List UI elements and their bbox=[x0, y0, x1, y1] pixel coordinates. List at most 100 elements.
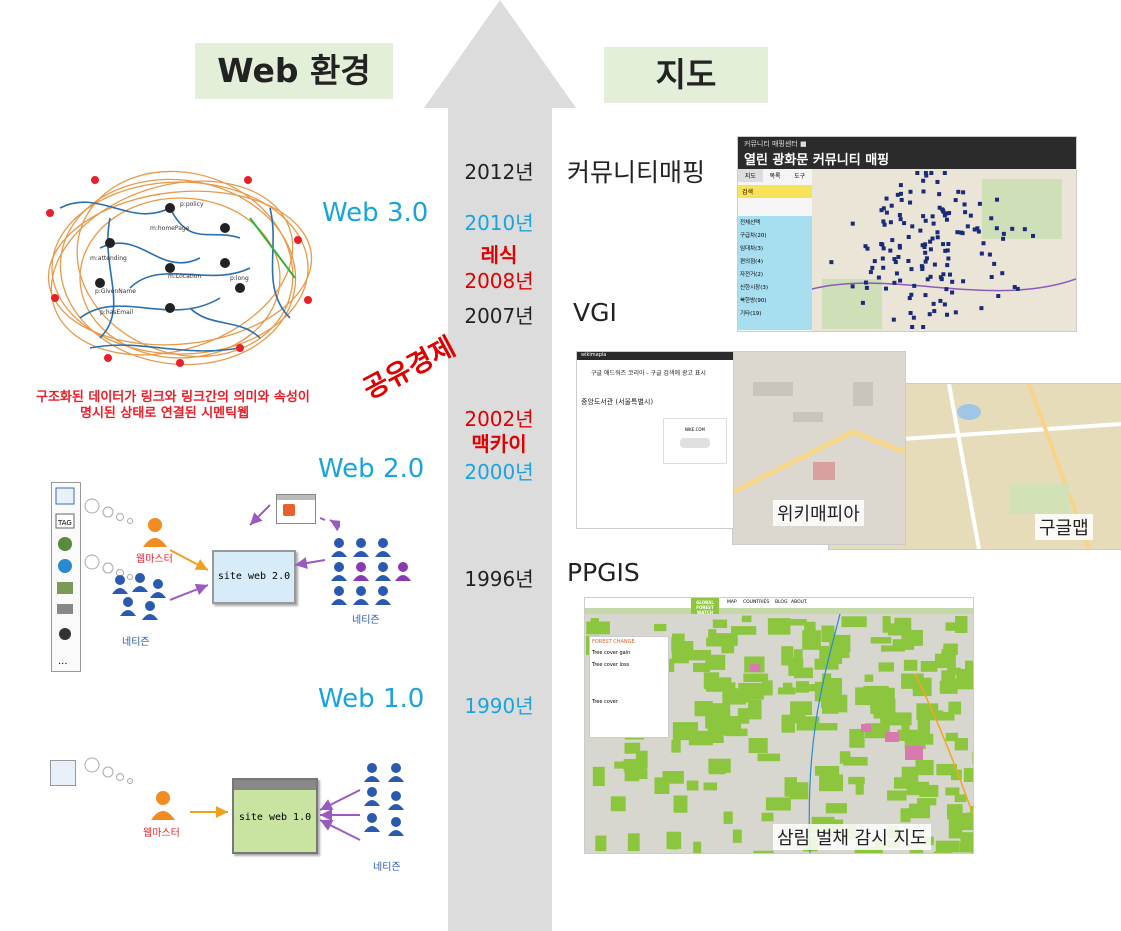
forest-panel-item[interactable]: Tree cover bbox=[592, 699, 618, 705]
map-marker bbox=[912, 283, 917, 288]
map-marker bbox=[1012, 285, 1017, 290]
forest-nav-about[interactable]: ABOUT bbox=[791, 600, 807, 605]
map-marker bbox=[941, 209, 946, 214]
tab-list[interactable]: 목록 bbox=[769, 173, 781, 180]
header-web-environment: Web 환경 bbox=[195, 43, 393, 99]
map-marker bbox=[879, 208, 884, 213]
layer-item[interactable]: 기타(19) bbox=[740, 311, 762, 317]
map-marker bbox=[935, 230, 940, 235]
forest-patch bbox=[654, 777, 670, 794]
forest-nav-map[interactable]: MAP bbox=[727, 600, 737, 605]
community-map-sidebar: 지도 목록 도구 검색 전체선택 구급차(20) 임대차(3) 편의점(4) 자… bbox=[738, 169, 813, 331]
community-map-header: 커뮤니티 매핑센터 ■ 열린 광화문 커뮤니티 매핑 bbox=[738, 137, 1076, 169]
map-marker bbox=[884, 196, 889, 201]
map-marker bbox=[860, 300, 865, 305]
forest-patch bbox=[671, 739, 681, 753]
site-web2-box: site web 2.0 bbox=[212, 550, 296, 604]
map-marker bbox=[979, 251, 984, 256]
forest-patch bbox=[814, 658, 839, 670]
forest-change-panel: FOREST CHANGE Tree cover gain Tree cover… bbox=[589, 636, 669, 738]
layer-item[interactable]: 북한방(90) bbox=[740, 298, 767, 304]
map-marker bbox=[942, 302, 947, 307]
forest-patch bbox=[793, 649, 803, 668]
map-marker bbox=[996, 294, 1001, 299]
community-mapping-label: 커뮤니티매핑 bbox=[567, 158, 706, 187]
year-1996: 1996년 bbox=[464, 567, 534, 591]
map-marker bbox=[935, 179, 940, 184]
forest-patch bbox=[955, 615, 968, 634]
forest-panel-item[interactable]: Tree cover gain bbox=[592, 650, 631, 656]
node-label: p:hasEmail bbox=[100, 309, 133, 316]
map-marker bbox=[880, 256, 885, 261]
edit-icon bbox=[50, 760, 76, 786]
forest-patch bbox=[630, 768, 648, 780]
forest-patch bbox=[916, 798, 937, 806]
map-marker bbox=[941, 272, 946, 277]
shoe-ad: NIKE.COM bbox=[663, 418, 727, 464]
thought-bubbles-web1 bbox=[84, 757, 133, 784]
map-marker bbox=[931, 301, 936, 306]
search-bar[interactable]: 검색 bbox=[738, 185, 812, 198]
webmaster-label: 웹마스터 bbox=[136, 554, 173, 565]
layer-item[interactable]: 임대차(3) bbox=[740, 246, 763, 252]
forest-patch bbox=[721, 642, 735, 654]
forest-patch bbox=[901, 724, 910, 739]
forest-nav-blog[interactable]: BLOG bbox=[775, 600, 788, 605]
map-marker bbox=[963, 210, 968, 215]
layer-item[interactable]: 자전거(2) bbox=[740, 272, 763, 278]
map-marker bbox=[1015, 286, 1020, 291]
forest-patch bbox=[814, 765, 840, 776]
map-marker bbox=[1000, 271, 1005, 276]
forest-patch bbox=[945, 787, 960, 796]
community-map-markers bbox=[812, 169, 1076, 331]
map-marker bbox=[1001, 231, 1006, 236]
tab-map[interactable]: 지도 bbox=[738, 169, 763, 182]
forest-patch bbox=[788, 618, 807, 626]
thought-bubbles bbox=[84, 498, 133, 580]
map-marker bbox=[944, 287, 949, 292]
year-2012: 2012년 bbox=[464, 160, 534, 184]
map-marker bbox=[898, 278, 903, 283]
map-marker bbox=[994, 226, 999, 231]
forest-patch bbox=[893, 777, 917, 789]
forest-patch bbox=[703, 782, 718, 791]
map-marker bbox=[863, 244, 868, 249]
forest-patch bbox=[937, 711, 955, 721]
forest-patch bbox=[900, 808, 911, 823]
layer-item[interactable]: 신한시장(3) bbox=[740, 285, 769, 291]
tab-tools[interactable]: 도구 bbox=[794, 173, 806, 180]
forest-panel-item[interactable]: Tree cover loss bbox=[592, 662, 630, 668]
forest-patch bbox=[917, 719, 931, 738]
map-marker bbox=[864, 285, 869, 290]
web1-arrows bbox=[190, 789, 361, 841]
map-marker bbox=[946, 241, 951, 246]
forest-patch bbox=[741, 615, 752, 623]
rss-window bbox=[276, 494, 316, 524]
layer-item[interactable]: 구급차(20) bbox=[740, 233, 767, 239]
forest-nav-countries[interactable]: COUNTRIES bbox=[743, 600, 770, 605]
rss-icon bbox=[283, 504, 295, 516]
map-marker bbox=[921, 189, 926, 194]
map-marker bbox=[888, 220, 893, 225]
forest-patch bbox=[964, 660, 973, 671]
web2-label: Web 2.0 bbox=[318, 454, 425, 484]
forest-patch bbox=[671, 637, 683, 653]
forest-patch bbox=[903, 659, 918, 671]
forest-patch bbox=[811, 723, 838, 731]
year-2010: 2010년 bbox=[464, 211, 534, 235]
map-marker bbox=[989, 216, 994, 221]
forest-patch bbox=[781, 646, 794, 666]
map-marker bbox=[884, 210, 889, 215]
layer-item[interactable]: 전체선택 bbox=[740, 220, 761, 226]
map-marker bbox=[959, 230, 964, 235]
forest-patch bbox=[950, 769, 962, 781]
semantic-caption-line2: 명시된 상태로 연결된 시멘틱웹 bbox=[80, 406, 250, 421]
lessig-label: 레식 bbox=[480, 243, 518, 267]
map-marker bbox=[987, 252, 992, 257]
web3-label: Web 3.0 bbox=[322, 198, 429, 228]
vgi-label: VGI bbox=[573, 298, 617, 327]
map-marker bbox=[1022, 227, 1027, 232]
layer-item[interactable]: 편의점(4) bbox=[740, 259, 763, 265]
forest-patch bbox=[933, 851, 953, 853]
